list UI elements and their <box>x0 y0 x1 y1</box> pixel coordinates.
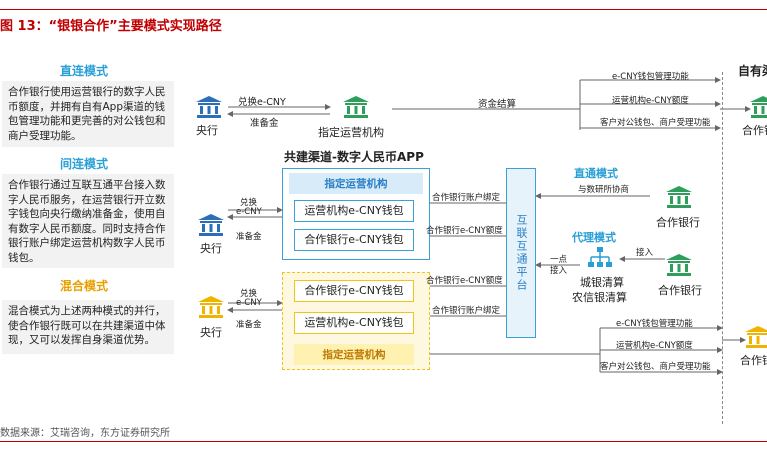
direct-pass-sub: 与数研所协商 <box>578 185 630 195</box>
yellow-operator-head: 指定运营机构 <box>294 344 414 365</box>
exchange-label-2: 兑换 <box>240 198 258 208</box>
partner-bank-label-1: 合作银行 <box>656 216 700 229</box>
partner-bank-icon-top <box>750 96 767 118</box>
central-bank-icon <box>196 96 222 118</box>
central-bank-label: 央行 <box>196 124 218 137</box>
reserve-label-2: 准备金 <box>236 232 262 242</box>
exchange-label-3b: e-CNY <box>236 298 262 308</box>
shared-channel-title: 共建渠道-数字人民币APP <box>284 150 424 164</box>
connect-label: 接入 <box>636 248 654 258</box>
settlement-label: 资金结算 <box>478 99 517 110</box>
operator-label: 指定运营机构 <box>318 126 384 139</box>
yellow-box-partner-wallet: 合作银行e-CNY钱包 <box>294 280 414 302</box>
proxy-mode-title: 代理模式 <box>572 231 616 244</box>
arrow-label-1: 合作银行账户绑定 <box>432 193 501 203</box>
bottom-right-item-1: e-CNY钱包管理功能 <box>616 319 693 329</box>
reserve-label-3: 准备金 <box>236 320 262 330</box>
central-bank-icon-3 <box>198 296 224 318</box>
exchange-label-3: 兑换 <box>240 289 258 299</box>
figure-title: 图 13：“银银合作”主要模式实现路径 <box>0 19 222 34</box>
operator-bank-icon <box>343 96 369 118</box>
arrow-label-4: 合作银行账户绑定 <box>432 306 501 316</box>
partner-bank-icon-bottom <box>745 326 767 348</box>
one-point-label-b: 接入 <box>550 266 568 276</box>
direct-mode-text: 合作银行使用运营银行的数字人民币额度，并拥有自有App渠道的钱包管理功能和更完善… <box>2 81 174 147</box>
blue-box-partner-wallet: 合作银行e-CNY钱包 <box>294 229 414 251</box>
indirect-mode-heading: 间连模式 <box>59 157 108 171</box>
partner-bank-label-top: 合作银 <box>742 124 767 137</box>
direct-pass-title: 直通模式 <box>574 167 618 180</box>
central-bank-label-3: 央行 <box>200 326 222 339</box>
partner-bank-icon-2 <box>666 254 692 276</box>
interconnection-platform: 互联互通平台 <box>506 168 536 338</box>
bottom-right-item-3: 客户对公钱包、商户受理功能 <box>600 362 711 372</box>
direct-mode-heading: 直连模式 <box>59 64 108 78</box>
central-bank-label-2: 央行 <box>200 242 222 255</box>
rural-clearing-label: 农信银清算 <box>572 291 627 304</box>
hybrid-mode-heading: 混合模式 <box>59 279 108 293</box>
arrow-label-3: 合作银行e-CNY额度 <box>426 276 503 286</box>
top-right-item-1: e-CNY钱包管理功能 <box>612 72 689 82</box>
one-point-label: 一点 <box>550 255 568 265</box>
partner-bank-label-bottom: 合作银 <box>740 354 767 367</box>
exchange-label-2b: e-CNY <box>236 207 262 217</box>
bottom-rule <box>0 441 767 442</box>
partner-bank-icon-1 <box>666 186 692 208</box>
blue-box-operator-wallet: 运营机构e-CNY钱包 <box>294 200 414 222</box>
top-right-item-3: 客户对公钱包、商户受理功能 <box>600 118 711 128</box>
blue-operator-head: 指定运营机构 <box>289 173 423 194</box>
arrow-label-2: 合作银行e-CNY额度 <box>426 226 503 236</box>
own-channel-label: 自有渠 <box>738 64 767 78</box>
indirect-mode-text: 合作银行通过互联互通平台接入数字人民币服务，在运营银行开立数字钱包向央行缴纳准备… <box>2 174 174 268</box>
yellow-box-operator-wallet: 运营机构e-CNY钱包 <box>294 312 414 334</box>
central-bank-icon-2 <box>198 214 224 236</box>
source-note: 数据来源：艾瑞咨询，东方证券研究所 <box>0 428 170 439</box>
partner-bank-label-2: 合作银行 <box>658 284 702 297</box>
top-right-item-2: 运营机构e-CNY额度 <box>612 96 689 106</box>
network-hub-icon <box>588 247 612 267</box>
reserve-label: 准备金 <box>250 118 279 129</box>
right-dashed-divider <box>722 72 723 424</box>
city-clearing-label: 城银清算 <box>580 276 624 289</box>
bottom-right-item-2: 运营机构e-CNY额度 <box>616 341 693 351</box>
hybrid-mode-text: 混合模式为上述两种模式的并行，使合作银行既可以在共建渠道中体现，又可以发挥自身渠… <box>2 300 174 354</box>
top-rule <box>0 9 767 10</box>
exchange-ecny-label: 兑换e-CNY <box>238 97 286 108</box>
